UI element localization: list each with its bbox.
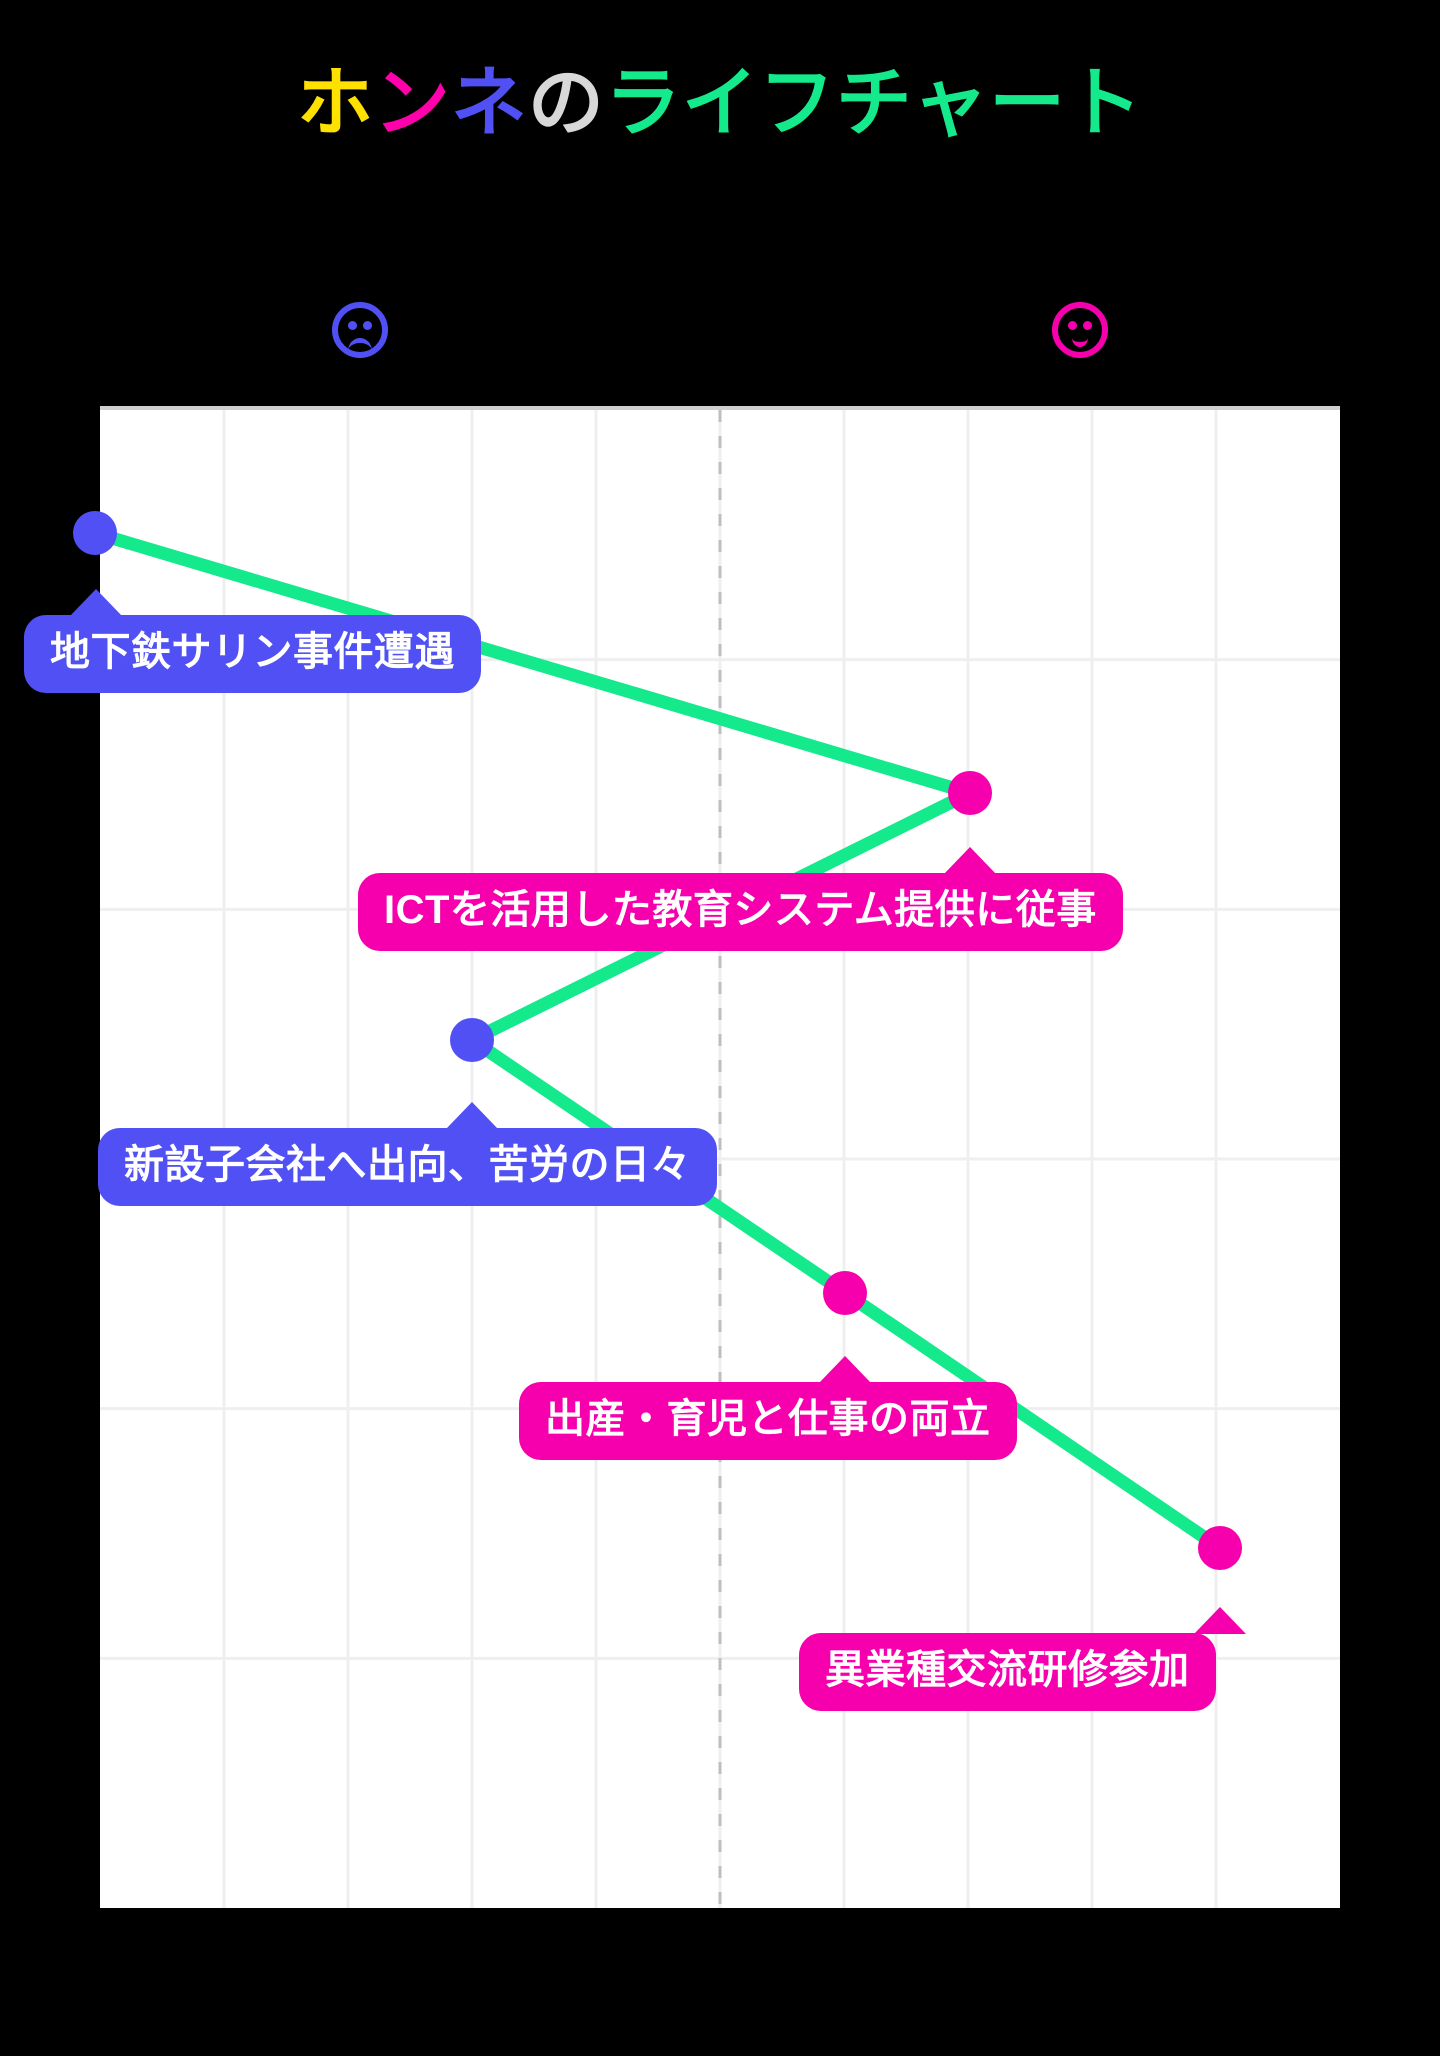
callout-label: 出産・育児と仕事の両立 — [545, 1397, 991, 1441]
callout-pointer — [819, 1356, 871, 1383]
happy-face-eye-left — [1068, 321, 1077, 330]
callout-pointer — [944, 847, 996, 874]
callout-pointer — [1194, 1607, 1246, 1634]
callout-label: ICTを活用した教育システム提供に従事 — [384, 888, 1097, 932]
title-segment-5: ライフチャート — [603, 60, 1144, 146]
callout-pointer — [446, 1102, 498, 1129]
callout-label: 地下鉄サリン事件遭遇 — [50, 630, 455, 674]
sad-face-eye-right — [363, 321, 372, 330]
callout-bubble[interactable]: 出産・育児と仕事の両立 — [519, 1356, 1017, 1460]
page-title: ホンネのライフチャート — [0, 60, 1440, 146]
callout-label: 異業種交流研修参加 — [825, 1648, 1190, 1692]
callout-bubble[interactable]: ICTを活用した教育システム提供に従事 — [358, 847, 1123, 951]
title-segment-3: ネ — [449, 60, 528, 146]
sad-face-mouth — [348, 338, 372, 351]
callout-bubble[interactable]: 異業種交流研修参加 — [799, 1607, 1246, 1711]
happy-face-icon — [1052, 302, 1108, 358]
callout-bubble[interactable]: 地下鉄サリン事件遭遇 — [24, 589, 481, 693]
callout-pointer — [70, 589, 122, 616]
title-segment-2: ン — [372, 60, 451, 146]
chart-series — [73, 511, 1242, 1570]
happy-face-eye-right — [1083, 321, 1092, 330]
happy-face-mouth — [1072, 338, 1088, 347]
callout-bubble[interactable]: 新設子会社へ出向、苦労の日々 — [98, 1102, 717, 1206]
sad-face-icon — [332, 302, 388, 358]
title-segment-1: ホ — [295, 60, 374, 146]
callout-label: 新設子会社へ出向、苦労の日々 — [124, 1143, 691, 1187]
sad-face-eye-left — [348, 321, 357, 330]
title-segment-4: の — [526, 60, 605, 146]
